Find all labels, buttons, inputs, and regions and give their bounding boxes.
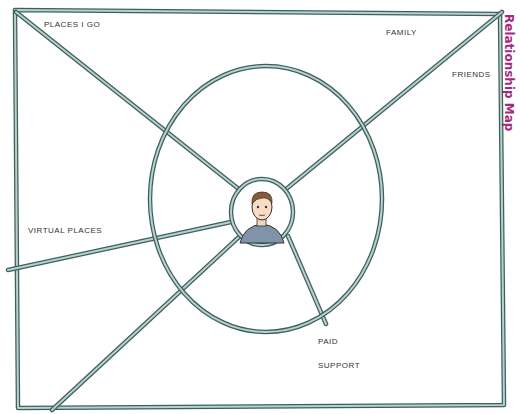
vertical-title: Relationship Map (502, 14, 516, 131)
sector-label: PLACES I GO (44, 20, 100, 30)
spokes (8, 12, 502, 410)
person-illustration (240, 192, 284, 243)
sector-label: FAMILY (386, 28, 417, 38)
sector-label: PAID SUPPORT (318, 330, 362, 378)
outer-circle (150, 66, 382, 332)
sector-label: VIRTUAL PLACES (28, 226, 102, 236)
inner-circle (231, 179, 293, 245)
sector-label: FRIENDS (452, 70, 491, 80)
